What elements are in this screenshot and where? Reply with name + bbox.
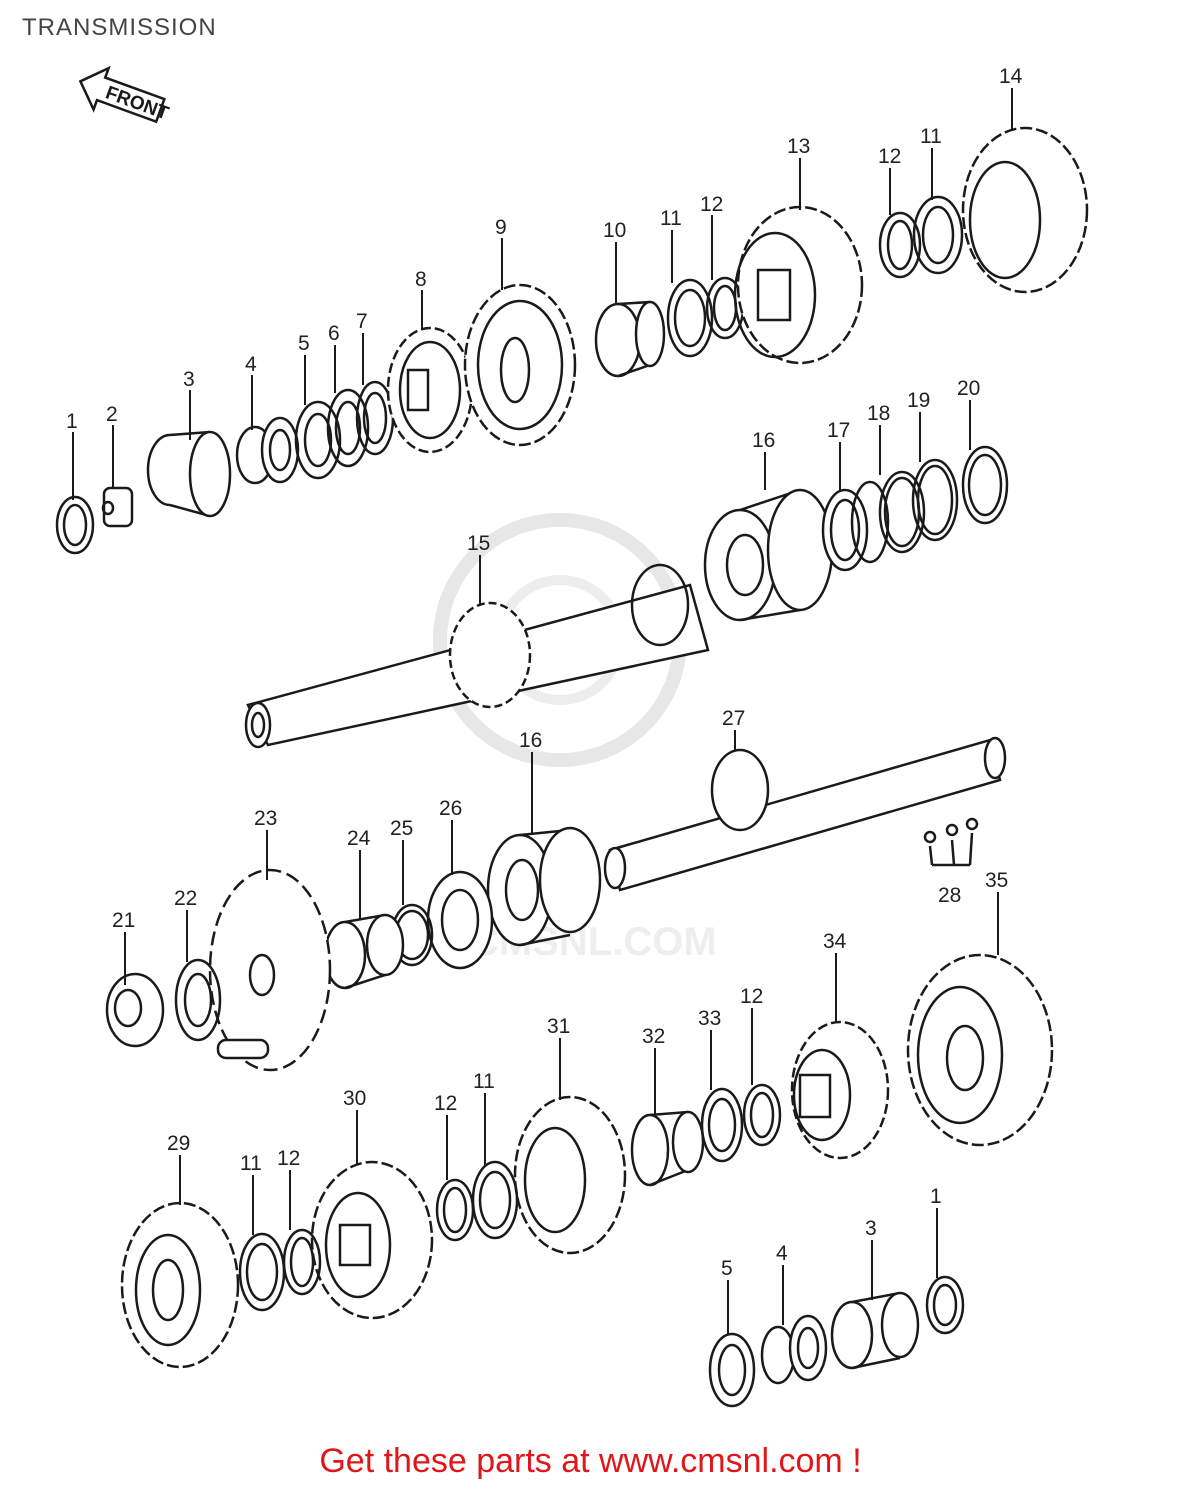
part-1b-circlip [925,1275,965,1335]
part-12d-circlip [435,1178,475,1242]
part-26-oil-seal [426,870,494,970]
part-3b-bushing [830,1291,920,1370]
part-14-gear [961,126,1089,294]
callout-24: 24 [347,827,371,850]
callout-1: 1 [66,410,78,433]
part-19-oring [911,458,959,542]
page-title: TRANSMISSION [22,14,217,41]
callout-12e: 12 [277,1147,300,1170]
part-30-gear [310,1160,434,1320]
callout-12a: 12 [700,193,723,216]
part-16-bearing [703,488,834,622]
part-24-collar [323,913,405,990]
part-32-bushing [630,1110,705,1187]
part-23-sprocket [208,868,332,1072]
callout-26: 26 [439,797,462,820]
callout-21: 21 [112,909,135,932]
part-11-washer [666,278,714,358]
part-5-washer [294,400,342,480]
part-15-input-shaft [244,563,710,749]
part-4b-needle-bearing [760,1314,828,1385]
front-arrow: FRONT [78,65,172,125]
callout-12b: 12 [878,145,901,168]
callout-33: 33 [698,1007,721,1030]
part-34-gear [790,1020,890,1160]
callout-11a: 11 [660,207,682,230]
callout-35: 35 [985,869,1008,892]
callout-25: 25 [390,817,413,840]
callout-1b: 1 [930,1185,942,1208]
callout-11b: 11 [920,125,942,148]
callout-5: 5 [298,332,310,355]
callout-9: 9 [495,216,507,239]
callout-20: 20 [957,377,980,400]
part-4-needle-bearing [235,416,300,485]
callout-27: 27 [722,707,745,730]
part-17-collar [821,480,890,572]
part-28-balls [923,817,979,867]
part-31-gear [513,1095,627,1255]
callout-3: 3 [183,368,195,391]
part-9-gear [463,283,577,447]
callout-29: 29 [167,1132,190,1155]
callout-14: 14 [999,65,1023,88]
callout-15: 15 [467,532,490,555]
part-2-pin [101,486,134,528]
callout-7: 7 [356,310,368,333]
callout-30: 30 [343,1087,366,1110]
callout-32: 32 [642,1025,665,1048]
callout-34: 34 [823,930,847,953]
part-13-gear [733,205,864,365]
part-11d-washer [238,1232,286,1312]
callout-12d: 12 [434,1092,457,1115]
part-20-circlip [961,445,1009,525]
callout-4: 4 [245,353,257,376]
callout-6: 6 [328,322,340,345]
part-12c-circlip [742,1083,782,1147]
callout-13: 13 [787,135,810,158]
part-5b-washer [708,1332,756,1408]
part-3-bushing [146,430,232,518]
callout-10: 10 [603,219,626,242]
part-27-output-shaft [603,736,1007,892]
callout-28: 28 [938,884,961,907]
part-16b-bearing [486,826,602,947]
part-29-gear [120,1201,240,1369]
callout-11d: 11 [240,1152,262,1175]
callout-4b: 4 [776,1242,788,1265]
callout-19: 19 [907,389,930,412]
callout-17: 17 [827,419,850,442]
callout-18: 18 [867,402,890,425]
part-11b-washer [912,195,964,275]
footer-link[interactable]: Get these parts at www.cmsnl.com ! [319,1442,862,1480]
part-8-gear [386,326,474,454]
part-10-bushing [594,300,666,378]
part-33-washer [700,1087,744,1163]
callout-23: 23 [254,807,277,830]
part-1-circlip [55,495,95,555]
callout-2: 2 [106,403,118,426]
callout-8: 8 [415,268,427,291]
leader-lines [72,88,1013,1335]
callout-5b: 5 [721,1257,733,1280]
callout-12c: 12 [740,985,763,1008]
callout-22: 22 [174,887,197,910]
callout-16a: 16 [752,429,775,452]
part-22-lockwasher [174,958,222,1042]
part-11c-washer [471,1160,519,1240]
part-12b-circlip [878,211,922,279]
callout-16b: 16 [519,729,542,752]
callout-labels: 1 2 3 4 5 6 7 8 9 10 11 12 13 12 11 14 1… [66,65,1023,1280]
part-6-washer [326,388,370,468]
callout-31: 31 [547,1015,570,1038]
callout-11c: 11 [473,1070,495,1093]
callout-3b: 3 [865,1217,877,1240]
part-35-gear [906,953,1054,1147]
part-21-nut [105,972,165,1048]
